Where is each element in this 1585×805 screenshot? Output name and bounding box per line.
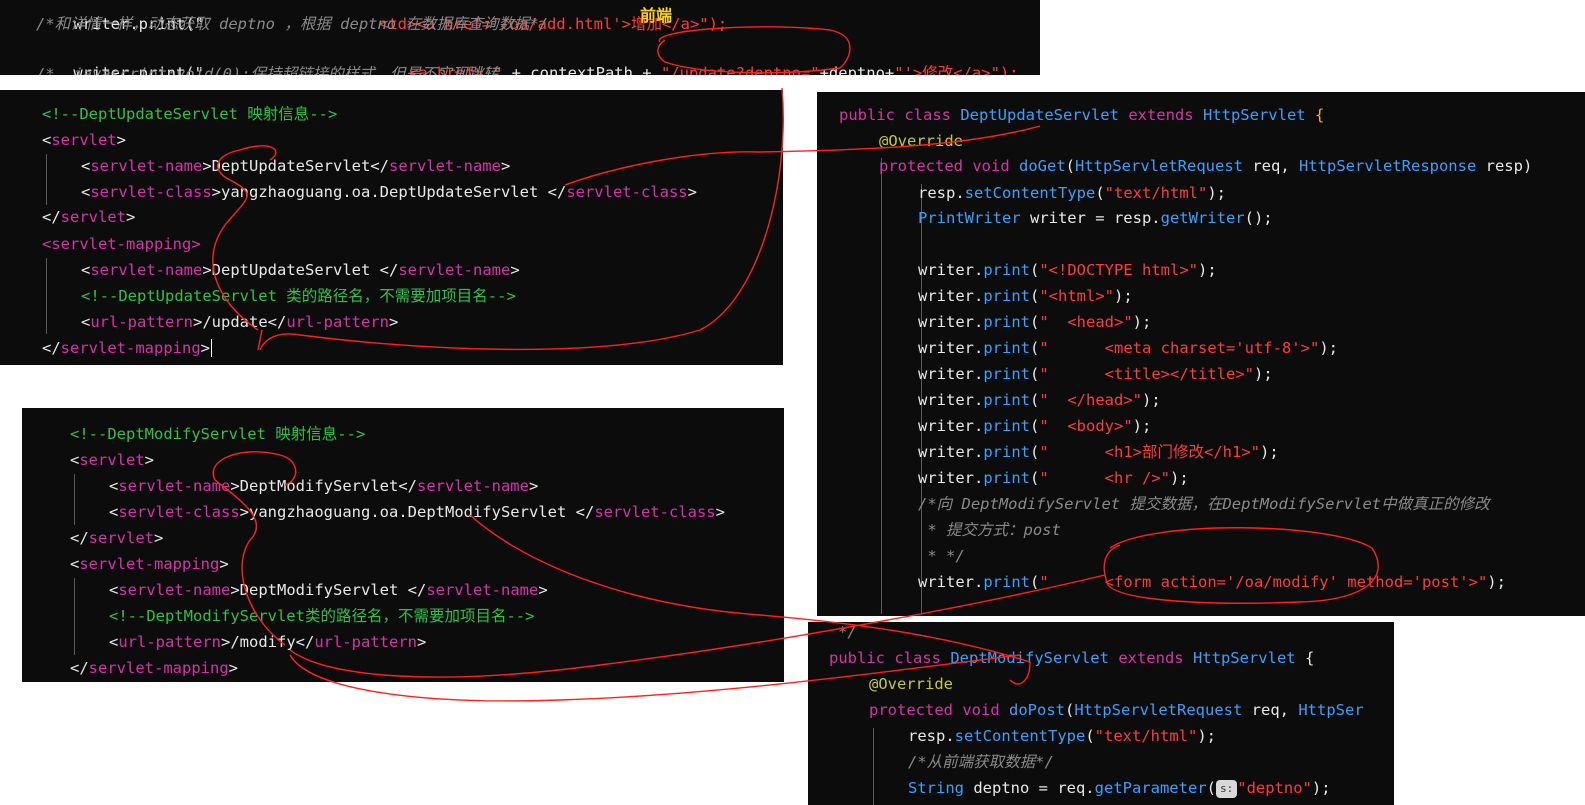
modify-set-content-type: resp.setContentType("text/html"); xyxy=(908,727,1216,745)
update-printwriter: PrintWriter writer = resp.getWriter(); xyxy=(918,209,1273,227)
top-comment-1: /*和详情一样，动态获取 deptno ，根据 deptno 在数据库查询数据*… xyxy=(36,15,549,33)
update-print-8: writer.print(" <h1>部门修改</h1>"); xyxy=(918,443,1279,461)
update-set-content-type: resp.setContentType("text/html"); xyxy=(918,184,1226,202)
update-mapping-open: <servlet-mapping> xyxy=(42,235,201,253)
top-line-2: writer.print("<a href='" + contextPath +… xyxy=(73,64,1019,75)
update-comment-1: /*向 DeptModifyServlet 提交数据，在DeptModifySe… xyxy=(918,495,1490,513)
top-line-0: writer.print("<td><a href='/oa/add.html'… xyxy=(73,15,728,33)
update-url-pattern: <url-pattern>/update</url-pattern> xyxy=(81,313,399,331)
modify-mapping-close: </servlet-mapping> xyxy=(70,659,238,677)
modify-servlet-name: <servlet-name>DeptModifyServlet</servlet… xyxy=(109,477,539,495)
update-mapping-panel: <!--DeptUpdateServlet 映射信息--> <servlet> … xyxy=(0,90,783,365)
modify-get-parameter: String deptno = req.getParameter(s:"dept… xyxy=(908,779,1331,798)
update-servlet-close: </servlet> xyxy=(42,208,136,226)
modify-mapping-open: <servlet-mapping> xyxy=(70,555,229,573)
update-class-panel: public class DeptUpdateServlet extends H… xyxy=(817,92,1585,616)
modify-servlet-close: </servlet> xyxy=(70,529,164,547)
modify-mapping-panel: <!--DeptModifyServlet 映射信息--> <servlet> … xyxy=(22,408,784,682)
update-print-7: writer.print(" <body>"); xyxy=(918,417,1152,435)
modify-servlet-class: <servlet-class>yangzhaoguang.oa.DeptModi… xyxy=(109,503,725,521)
modify-class-decl: public class DeptModifyServlet extends H… xyxy=(829,649,1315,667)
param-hint-badge: s: xyxy=(1215,779,1238,798)
modify-servlet-open: <servlet> xyxy=(70,451,155,469)
update-comment-2: * 提交方式：post xyxy=(918,521,1061,539)
update-override: @Override xyxy=(879,132,963,150)
front-end-label: 前端 xyxy=(640,6,673,25)
modify-url-pattern: <url-pattern>/modify</url-pattern> xyxy=(109,633,427,651)
update-mapping-close: </servlet-mapping> xyxy=(42,339,212,357)
modify-mapping-comment: <!--DeptModifyServlet 映射信息--> xyxy=(70,425,366,443)
update-comment-3: * */ xyxy=(918,547,965,565)
modify-path-comment: <!--DeptModifyServlet类的路径名，不需要加项目名--> xyxy=(109,607,535,625)
update-servlet-class: <servlet-class>yangzhaoguang.oa.DeptUpda… xyxy=(81,183,697,201)
modify-class-panel: */ public class DeptModifyServlet extend… xyxy=(808,622,1394,805)
update-print-4: writer.print(" <meta charset='utf-8'>"); xyxy=(918,339,1338,357)
update-mapping-name: <servlet-name>DeptUpdateServlet </servle… xyxy=(81,261,520,279)
update-path-comment: <!--DeptUpdateServlet 类的路径名，不需要加项目名--> xyxy=(81,287,516,305)
update-servlet-open: <servlet> xyxy=(42,131,127,149)
update-print-2: writer.print("<html>"); xyxy=(918,287,1133,305)
top-comment-3: /* javascript:void(0);保持超链接的样式，但是不实现跳转 xyxy=(36,65,499,75)
update-doget-signature: protected void doGet(HttpServletRequest … xyxy=(879,157,1533,175)
modify-top-comment: */ xyxy=(838,623,857,641)
modify-dopost-signature: protected void doPost(HttpServletRequest… xyxy=(869,701,1364,719)
update-class-decl: public class DeptUpdateServlet extends H… xyxy=(839,106,1325,124)
update-print-5: writer.print(" <title></title>"); xyxy=(918,365,1273,383)
modify-override: @Override xyxy=(869,675,953,693)
modify-comment: /*从前端获取数据*/ xyxy=(908,753,1054,771)
modify-mapping-name: <servlet-name>DeptModifyServlet </servle… xyxy=(109,581,548,599)
update-servlet-name: <servlet-name>DeptUpdateServlet</servlet… xyxy=(81,157,511,175)
update-print-1: writer.print("<!DOCTYPE html>"); xyxy=(918,261,1217,279)
update-print-6: writer.print(" </head>"); xyxy=(918,391,1161,409)
update-mapping-comment: <!--DeptUpdateServlet 映射信息--> xyxy=(42,105,338,123)
update-print-9: writer.print(" <hr />"); xyxy=(918,469,1189,487)
update-print-3: writer.print(" <head>"); xyxy=(918,313,1152,331)
update-print-form: writer.print(" <form action='/oa/modify'… xyxy=(918,573,1506,591)
top-code-panel: writer.print("<td><a href='/oa/add.html'… xyxy=(0,0,1040,75)
